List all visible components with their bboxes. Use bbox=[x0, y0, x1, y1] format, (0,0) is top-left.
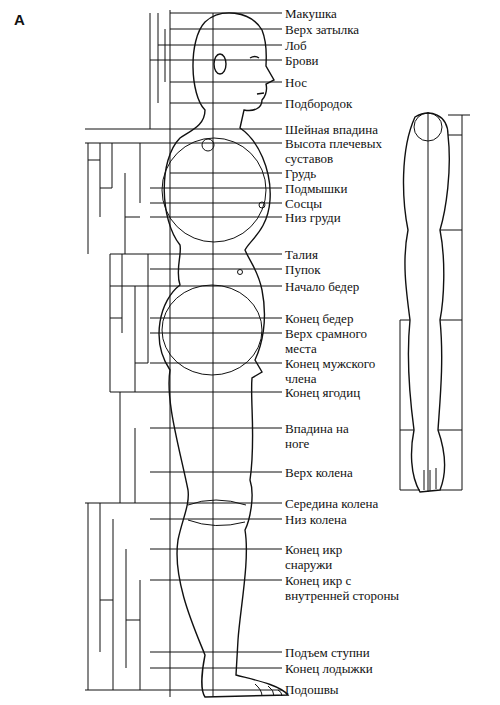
body-level-label: Шейная впадина bbox=[285, 122, 485, 137]
eye bbox=[250, 57, 259, 59]
body-level-label: Конец мужского члена bbox=[285, 356, 385, 386]
body-level-label: Начало бедер bbox=[285, 279, 485, 294]
body-level-label: Грудь bbox=[285, 166, 485, 181]
torso-brackets bbox=[88, 143, 140, 254]
navel bbox=[238, 270, 243, 275]
chest-circle bbox=[162, 138, 266, 242]
arm-figure bbox=[400, 112, 470, 492]
shoulder-joint bbox=[202, 139, 214, 151]
body-level-label: Верх колена bbox=[285, 465, 485, 480]
body-level-label: Впадина на ноге bbox=[285, 421, 357, 451]
body-level-label: Конец ягодиц bbox=[285, 385, 485, 400]
grid-verticals bbox=[170, 10, 213, 697]
body-level-label: Верх срамного места bbox=[285, 326, 375, 356]
knee-lines bbox=[188, 500, 246, 526]
ear bbox=[214, 54, 226, 74]
arm-measure-lines bbox=[400, 112, 470, 492]
body-level-label: Конец икр с внутренней стороны bbox=[285, 573, 410, 603]
figure-letter: A bbox=[14, 12, 44, 27]
arm-outline bbox=[404, 113, 450, 492]
head-brackets bbox=[150, 13, 170, 129]
body-level-label: Низ колена bbox=[285, 512, 485, 527]
body-level-label: Подмышки bbox=[285, 181, 485, 196]
fingers bbox=[424, 468, 436, 491]
body-level-label: Талия bbox=[285, 247, 485, 262]
body-level-label: Конец бедер bbox=[285, 311, 485, 326]
body-level-label: Конец икр снаружи bbox=[285, 542, 355, 572]
body-level-label: Низ груди bbox=[285, 210, 485, 225]
body-level-label: Макушка bbox=[285, 6, 485, 21]
body-level-label: Подъем ступни bbox=[285, 645, 485, 660]
mouth bbox=[257, 93, 264, 94]
level-lines bbox=[85, 13, 282, 690]
body-level-label: Верх затылка bbox=[285, 22, 485, 37]
body-level-label: Нос bbox=[285, 75, 485, 90]
body-level-label: Подошвы bbox=[285, 682, 485, 697]
body-level-label: Сосцы bbox=[285, 196, 485, 211]
body-level-label: Середина колена bbox=[285, 496, 485, 511]
toes bbox=[255, 684, 282, 696]
pelvis-ellipse bbox=[162, 285, 262, 375]
body-outline bbox=[159, 13, 288, 697]
hip-brackets bbox=[110, 254, 148, 392]
body-level-label: Лоб bbox=[285, 38, 485, 53]
human-figure bbox=[159, 13, 288, 697]
body-level-label: Конец лодыжки bbox=[285, 661, 485, 676]
leg-brackets bbox=[88, 392, 140, 690]
body-level-label: Брови bbox=[285, 53, 485, 68]
body-level-label: Пупок bbox=[285, 262, 485, 277]
body-level-label: Высота плечевых суставов bbox=[285, 136, 385, 166]
nipple bbox=[259, 202, 265, 208]
body-level-label: Подбородок bbox=[285, 96, 485, 111]
